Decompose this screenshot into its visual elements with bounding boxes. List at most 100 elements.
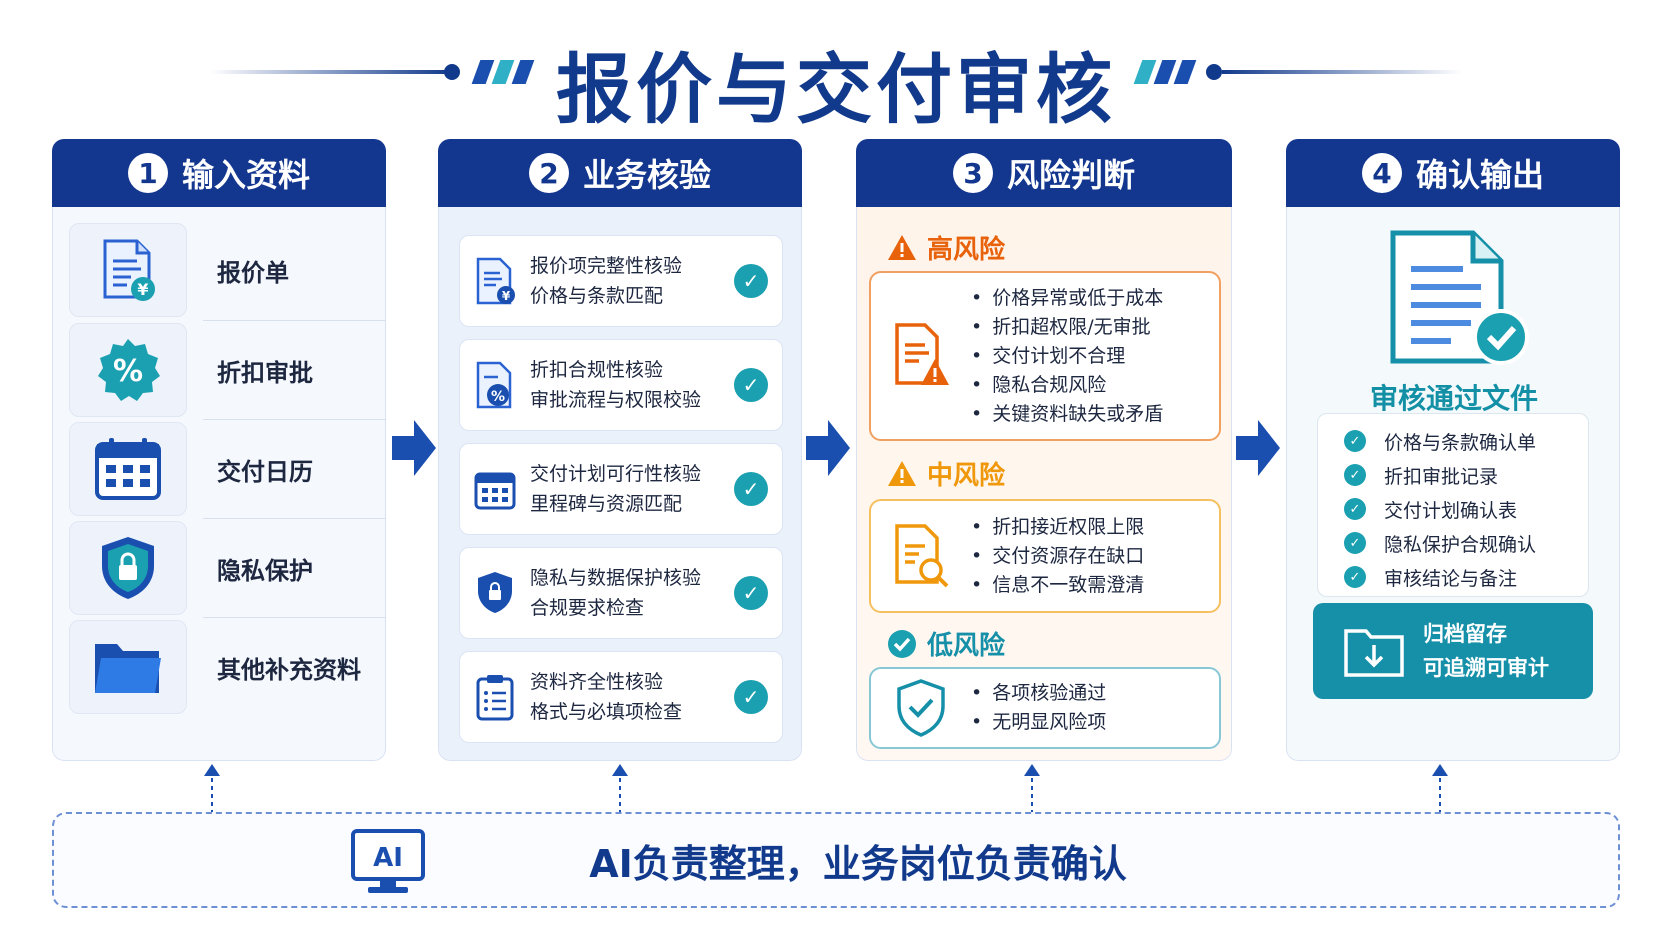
risk-item: 交付资源存在缺口 — [971, 542, 1144, 571]
input-item: 隐私保护 — [69, 519, 367, 617]
calendar-icon — [460, 467, 530, 511]
risk-item: 隐私合规风险 — [971, 371, 1163, 400]
check-ok-icon: ✓ — [734, 264, 768, 298]
percent-document-icon: % — [460, 361, 530, 409]
risk-item: 无明显风险项 — [971, 708, 1106, 737]
flow-arrow-icon — [392, 420, 436, 476]
check-title: 隐私与数据保护核验 — [530, 567, 702, 589]
check-card: 资料齐全性核验格式与必填项检查 ✓ — [459, 651, 783, 743]
output-item: ✓ 交付计划确认表 — [1344, 492, 1588, 526]
risk-level-low: 低风险 — [887, 625, 1005, 662]
check-title: 资料齐全性核验 — [530, 671, 664, 693]
percent-badge-icon: % — [69, 323, 187, 417]
check-icon: ✓ — [1344, 532, 1366, 554]
column-body: ¥ 报价单 % 折扣审批 交付日历 隐私保护 — [52, 207, 386, 761]
folder-icon — [69, 620, 187, 714]
shield-check-icon — [871, 678, 971, 738]
output-item: ✓ 隐私保护合规确认 — [1344, 526, 1588, 560]
output-item: ✓ 审核结论与备注 — [1344, 560, 1588, 594]
check-card: % 折扣合规性核验审批流程与权限校验 ✓ — [459, 339, 783, 431]
risk-item: 交付计划不合理 — [971, 342, 1163, 371]
check-icon: ✓ — [1344, 498, 1366, 520]
risk-list: 价格异常或低于成本 折扣超权限/无审批 交付计划不合理 隐私合规风险 关键资料缺… — [971, 284, 1163, 429]
check-circle-icon — [888, 629, 916, 658]
check-card: 隐私与数据保护核验合规要求检查 ✓ — [459, 547, 783, 639]
risk-item: 折扣超权限/无审批 — [971, 313, 1163, 342]
warning-icon — [888, 460, 916, 486]
input-label: 其他补充资料 — [217, 655, 361, 684]
quote-document-icon: ¥ — [69, 223, 187, 317]
step-number: 3 — [952, 153, 993, 193]
check-title: 交付计划可行性核验 — [530, 463, 702, 485]
risk-list: 折扣接近权限上限 交付资源存在缺口 信息不一致需澄清 — [971, 513, 1144, 600]
up-connector-icon — [612, 764, 628, 814]
check-icon: ✓ — [1344, 464, 1366, 486]
column-verify: 2 业务核验 ¥ 报价项完整性核验价格与条款匹配 ✓ % 折扣合规性核验审批流程… — [438, 139, 802, 761]
column-header: 3 风险判断 — [856, 139, 1232, 207]
check-card: ¥ 报价项完整性核验价格与条款匹配 ✓ — [459, 235, 783, 327]
warning-icon — [888, 234, 916, 260]
risk-level-medium: 中风险 — [887, 455, 1005, 492]
risk-level-label: 高风险 — [927, 235, 1006, 265]
input-label: 交付日历 — [217, 457, 313, 486]
check-card: 交付计划可行性核验里程碑与资源匹配 ✓ — [459, 443, 783, 535]
column-risk: 3 风险判断 高风险 价格异常或低于成本 折扣超权限/无审批 交付计划不合理 隐… — [856, 139, 1232, 761]
document-caption: 审核通过文件 — [1369, 382, 1538, 415]
risk-item: 价格异常或低于成本 — [971, 284, 1163, 313]
input-item: 交付日历 — [69, 420, 367, 518]
risk-box-high: 价格异常或低于成本 折扣超权限/无审批 交付计划不合理 隐私合规风险 关键资料缺… — [869, 271, 1221, 441]
archive-button[interactable]: 归档留存 可追溯可审计 — [1313, 603, 1593, 699]
ai-banner-text: AI负责整理，业务岗位负责确认 — [589, 841, 1127, 886]
check-icon: ✓ — [1344, 566, 1366, 588]
output-label: 隐私保护合规确认 — [1384, 533, 1537, 556]
archive-line2: 可追溯可审计 — [1423, 656, 1549, 680]
up-connector-icon — [1024, 764, 1040, 814]
input-item: % 折扣审批 — [69, 321, 367, 419]
check-subtitle: 格式与必填项检查 — [530, 701, 683, 723]
check-subtitle: 里程碑与资源匹配 — [530, 493, 683, 515]
risk-level-label: 中风险 — [927, 461, 1006, 491]
ai-monitor-icon: AI — [351, 829, 425, 893]
column-header: 4 确认输出 — [1286, 139, 1620, 207]
output-label: 折扣审批记录 — [1384, 465, 1499, 488]
column-title: 业务核验 — [582, 156, 711, 194]
input-item: ¥ 报价单 — [69, 221, 367, 319]
risk-item: 折扣接近权限上限 — [971, 513, 1144, 542]
input-label: 隐私保护 — [217, 556, 313, 585]
warning-document-icon — [871, 321, 971, 391]
risk-item: 信息不一致需澄清 — [971, 571, 1144, 600]
input-label: 报价单 — [217, 258, 289, 287]
risk-box-medium: 折扣接近权限上限 交付资源存在缺口 信息不一致需澄清 — [869, 499, 1221, 613]
title-deco-line-left — [210, 70, 450, 74]
input-label: 折扣审批 — [217, 358, 313, 387]
title-row: 报价与交付审核 — [0, 22, 1672, 134]
svg-text:%: % — [491, 389, 505, 405]
shield-lock-icon — [69, 521, 187, 615]
risk-item: 关键资料缺失或矛盾 — [971, 400, 1163, 429]
column-title: 确认输出 — [1415, 156, 1544, 194]
divider — [203, 617, 386, 618]
shield-lock-icon — [460, 570, 530, 616]
risk-level-high: 高风险 — [887, 229, 1005, 266]
risk-list: 各项核验通过 无明显风险项 — [971, 679, 1106, 737]
column-body: ¥ 报价项完整性核验价格与条款匹配 ✓ % 折扣合规性核验审批流程与权限校验 ✓… — [438, 207, 802, 761]
flow-arrow-icon — [806, 420, 850, 476]
svg-text:¥: ¥ — [137, 280, 148, 299]
check-subtitle: 审批流程与权限校验 — [530, 389, 702, 411]
column-input: 1 输入资料 ¥ 报价单 % 折扣审批 交付日历 隐 — [52, 139, 386, 761]
column-title: 输入资料 — [181, 156, 310, 194]
divider — [203, 518, 386, 519]
up-connector-icon — [204, 764, 220, 814]
divider — [203, 320, 386, 321]
step-number: 4 — [1361, 153, 1402, 193]
page-title: 报价与交付审核 — [556, 45, 1116, 134]
step-number: 1 — [127, 153, 168, 193]
ai-icon-label: AI — [373, 843, 403, 873]
check-title: 折扣合规性核验 — [530, 359, 664, 381]
check-subtitle: 价格与条款匹配 — [530, 285, 664, 307]
output-label: 审核结论与备注 — [1384, 567, 1518, 590]
output-label: 交付计划确认表 — [1384, 499, 1518, 522]
check-ok-icon: ✓ — [734, 576, 768, 610]
title-deco-line-right — [1222, 70, 1462, 74]
input-item: 其他补充资料 — [69, 618, 367, 716]
